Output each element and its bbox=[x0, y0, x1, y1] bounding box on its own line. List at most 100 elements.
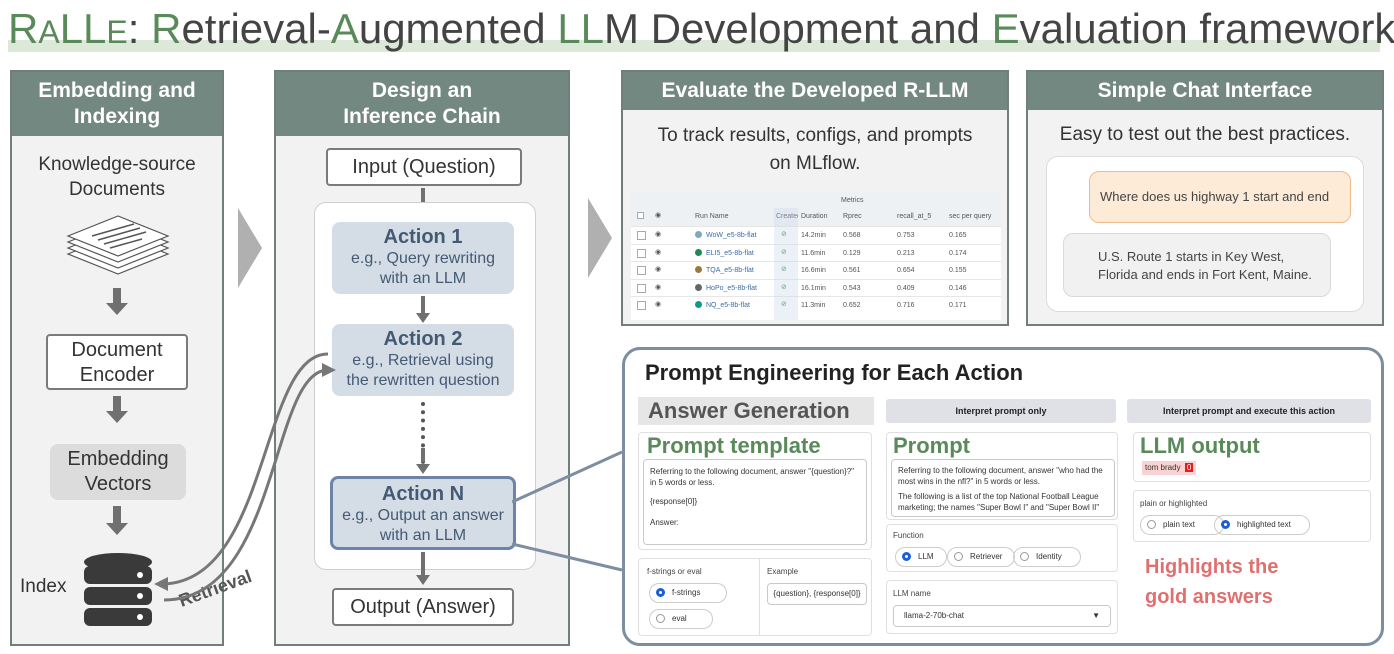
row-checkbox[interactable] bbox=[637, 301, 646, 311]
prompt-template-input[interactable]: Referring to the following document, ans… bbox=[643, 459, 867, 545]
dotted-connector bbox=[421, 402, 425, 464]
eye-icon: ◉ bbox=[655, 266, 662, 274]
format-options-card: f-strings or eval f-strings eval Example… bbox=[638, 558, 872, 636]
sec-per-query-cell: 0.165 bbox=[949, 232, 967, 239]
recall-cell: 0.213 bbox=[897, 249, 915, 257]
arrow-down-icon bbox=[416, 313, 430, 323]
interpreted-prompt-box: Referring to the following document, ans… bbox=[891, 459, 1115, 517]
run-name-link[interactable]: ELI5_e5-8b-flat bbox=[706, 249, 754, 257]
retriever-radio[interactable]: Retriever bbox=[947, 547, 1015, 567]
display-mode-card: plain or highlighted plain text highligh… bbox=[1133, 490, 1371, 542]
embedding-vectors-box: Embedding Vectors bbox=[50, 444, 186, 500]
metrics-group-header: Metrics bbox=[631, 192, 1001, 208]
run-color-dot bbox=[695, 231, 702, 238]
retrieval-arrows bbox=[154, 352, 336, 602]
run-name-link[interactable]: HoPo_e5-8b-flat bbox=[706, 284, 757, 292]
chat-description: Easy to test out the best practices. bbox=[1059, 124, 1351, 145]
check-circle-icon: ⊘ bbox=[781, 231, 787, 238]
check-circle-icon: ⊘ bbox=[781, 266, 787, 274]
eye-icon: ◉ bbox=[655, 212, 662, 219]
knowledge-source-label: Knowledge-source Documents bbox=[38, 154, 196, 200]
arrow-down-icon bbox=[416, 464, 430, 474]
arrow-down-icon bbox=[416, 575, 430, 585]
duration-cell: 11.6min bbox=[801, 249, 826, 257]
row-checkbox[interactable] bbox=[637, 231, 646, 240]
duration-cell: 14.2min bbox=[801, 232, 826, 239]
llm-name-card: LLM name llama-2-70b-chat ▼ bbox=[886, 580, 1118, 634]
rprec-cell: 0.652 bbox=[843, 302, 861, 310]
prompt-template-card: Prompt template Referring to the followi… bbox=[638, 432, 872, 550]
prompt-template-heading: Prompt template bbox=[647, 433, 821, 458]
llm-output-heading: LLM output bbox=[1140, 433, 1260, 458]
arrow-down-icon bbox=[106, 523, 128, 535]
interpret-execute-button[interactable]: Interpret prompt and execute this action bbox=[1127, 399, 1371, 423]
evaluate-panel: Evaluate the Developed R-LLM To track re… bbox=[621, 70, 1009, 326]
run-color-dot bbox=[695, 283, 702, 291]
evaluate-description: To track results, configs, and prompts o… bbox=[657, 125, 973, 174]
action-n-box: Action N e.g., Output an answer with an … bbox=[330, 476, 516, 550]
rprec-cell: 0.129 bbox=[843, 249, 861, 257]
example-input[interactable]: {question}, {response[0]} bbox=[767, 583, 867, 605]
inference-panel-heading: Design an Inference Chain bbox=[276, 72, 568, 136]
action-2-box: Action 2 e.g., Retrieval using the rewri… bbox=[332, 324, 514, 396]
rprec-cell: 0.543 bbox=[843, 284, 861, 292]
row-checkbox[interactable] bbox=[637, 283, 646, 293]
plain-text-radio[interactable]: plain text bbox=[1140, 515, 1224, 535]
recall-cell: 0.409 bbox=[897, 284, 915, 292]
rprec-cell: 0.568 bbox=[843, 232, 861, 239]
row-checkbox[interactable] bbox=[637, 248, 646, 258]
interpret-prompt-button[interactable]: Interpret prompt only bbox=[886, 399, 1116, 423]
eye-icon: ◉ bbox=[655, 248, 662, 256]
highlighted-text-radio[interactable]: highlighted text bbox=[1214, 515, 1310, 535]
identity-radio[interactable]: Identity bbox=[1013, 547, 1081, 567]
eye-icon: ◉ bbox=[655, 283, 662, 291]
sec-per-query-cell: 0.171 bbox=[949, 302, 967, 310]
run-color-dot bbox=[695, 248, 702, 256]
chat-window: Where does us highway 1 start and end U.… bbox=[1046, 156, 1364, 312]
function-card: Function LLM Retriever Identity bbox=[886, 524, 1118, 572]
caret-down-icon: ▼ bbox=[1092, 611, 1100, 620]
action-name-tab[interactable]: Answer Generation bbox=[638, 397, 874, 425]
rprec-cell: 0.561 bbox=[843, 267, 861, 275]
run-name-link[interactable]: NQ_e5-8b-flat bbox=[706, 302, 750, 310]
llm-output-card: LLM output tom brady 0 bbox=[1133, 432, 1371, 482]
recall-cell: 0.716 bbox=[897, 302, 915, 310]
eye-icon: ◉ bbox=[655, 231, 662, 238]
arrow-down-icon bbox=[106, 303, 128, 315]
user-message: Where does us highway 1 start and end bbox=[1089, 171, 1351, 223]
row-checkbox[interactable] bbox=[637, 266, 646, 276]
fstrings-radio[interactable]: f-strings bbox=[649, 583, 727, 603]
flow-chevron-icon bbox=[238, 208, 262, 288]
run-name-link[interactable]: TQA_e5-8b-flat bbox=[706, 267, 754, 275]
prompt-heading: Prompt bbox=[893, 433, 970, 458]
sec-per-query-cell: 0.174 bbox=[949, 249, 967, 257]
document-encoder-box: Document Encoder bbox=[46, 334, 188, 390]
check-circle-icon: ⊘ bbox=[781, 301, 787, 309]
prompt-engineering-panel: Prompt Engineering for Each Action Answe… bbox=[622, 347, 1384, 646]
llm-output-value: tom brady 0 bbox=[1142, 461, 1197, 475]
llm-radio[interactable]: LLM bbox=[895, 547, 947, 567]
inference-chain-panel: Design an Inference Chain Input (Questio… bbox=[274, 70, 570, 646]
llm-name-select[interactable]: llama-2-70b-chat ▼ bbox=[893, 605, 1111, 627]
eye-icon: ◉ bbox=[655, 301, 662, 309]
prompt-card: Prompt Referring to the following docume… bbox=[886, 432, 1118, 520]
duration-cell: 16.1min bbox=[801, 284, 826, 292]
input-question-box: Input (Question) bbox=[326, 148, 522, 186]
page-title: RALLE: Retrieval-Augmented LLM Developme… bbox=[8, 5, 1394, 52]
index-label: Index bbox=[20, 576, 67, 597]
sec-per-query-cell: 0.155 bbox=[949, 267, 967, 275]
action-1-box: Action 1 e.g., Query rewriting with an L… bbox=[332, 222, 514, 294]
embedding-panel-heading: Embedding and Indexing bbox=[12, 72, 222, 136]
run-name-link[interactable]: WoW_e5-8b-flat bbox=[706, 232, 757, 239]
created-column-highlight bbox=[774, 208, 798, 320]
sec-per-query-cell: 0.146 bbox=[949, 284, 967, 292]
eval-radio[interactable]: eval bbox=[649, 609, 713, 629]
select-all-checkbox[interactable] bbox=[637, 212, 644, 219]
assistant-message: U.S. Route 1 starts in Key West, Florida… bbox=[1063, 233, 1331, 297]
chat-panel: Simple Chat Interface Easy to test out t… bbox=[1026, 70, 1384, 326]
